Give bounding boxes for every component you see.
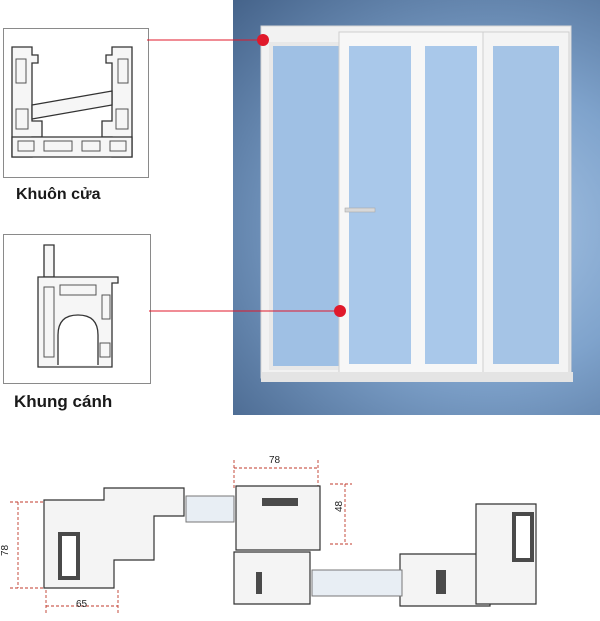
glass-panes (185, 495, 403, 597)
window-photo (233, 0, 600, 415)
cross-section-drawing (0, 440, 600, 621)
frame-label: Khuôn cửa (16, 186, 101, 203)
frame-marker-dot (257, 34, 269, 46)
dimension-right-height: 48 (334, 500, 345, 512)
sliding-window-illustration (260, 25, 573, 382)
dimension-top-width: 78 (269, 455, 281, 466)
sash-profile-box (3, 234, 151, 384)
dimension-bottom-width: 65 (76, 599, 88, 610)
frame-profile-box (3, 28, 149, 178)
sash-marker-dot (334, 305, 346, 317)
frame-profile-drawing (11, 46, 133, 158)
sash-label: Khung cánh (14, 392, 113, 411)
dimension-left-height: 78 (0, 544, 11, 556)
sash-profile-drawing (37, 244, 119, 368)
dimension-lines (10, 460, 352, 614)
